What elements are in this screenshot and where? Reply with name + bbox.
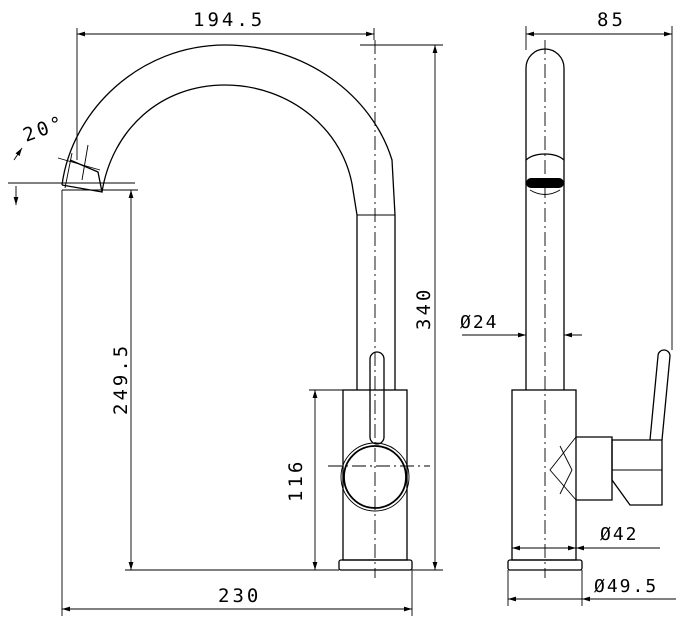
side-lever <box>611 439 663 506</box>
dim-total-height: 340 <box>413 287 435 330</box>
dim-flange-diameter: Ø49.5 <box>594 576 658 597</box>
spout-inner-curve <box>101 84 358 216</box>
side-view: 85 Ø24 Ø42 Ø49.5 <box>460 9 676 606</box>
base-flange <box>338 559 413 571</box>
dim-spout-reach: 194.5 <box>193 9 265 31</box>
dim-spout-angle: 20° <box>20 111 68 146</box>
dim-spout-diameter: Ø24 <box>460 312 499 333</box>
side-handle-housing <box>576 436 613 501</box>
side-body <box>511 389 577 561</box>
handle-lever <box>369 351 385 445</box>
dim-body-height: 116 <box>285 459 307 502</box>
front-view: 194.5 20° 340 249.5 116 230 <box>8 9 443 616</box>
spout-outer-curve <box>61 44 396 216</box>
dim-spout-height: 249.5 <box>110 343 132 415</box>
dim-side-depth: 85 <box>597 9 626 31</box>
side-aerator <box>526 178 564 188</box>
dim-footprint-width: 230 <box>218 585 261 607</box>
dim-base-diameter: Ø42 <box>600 524 639 545</box>
